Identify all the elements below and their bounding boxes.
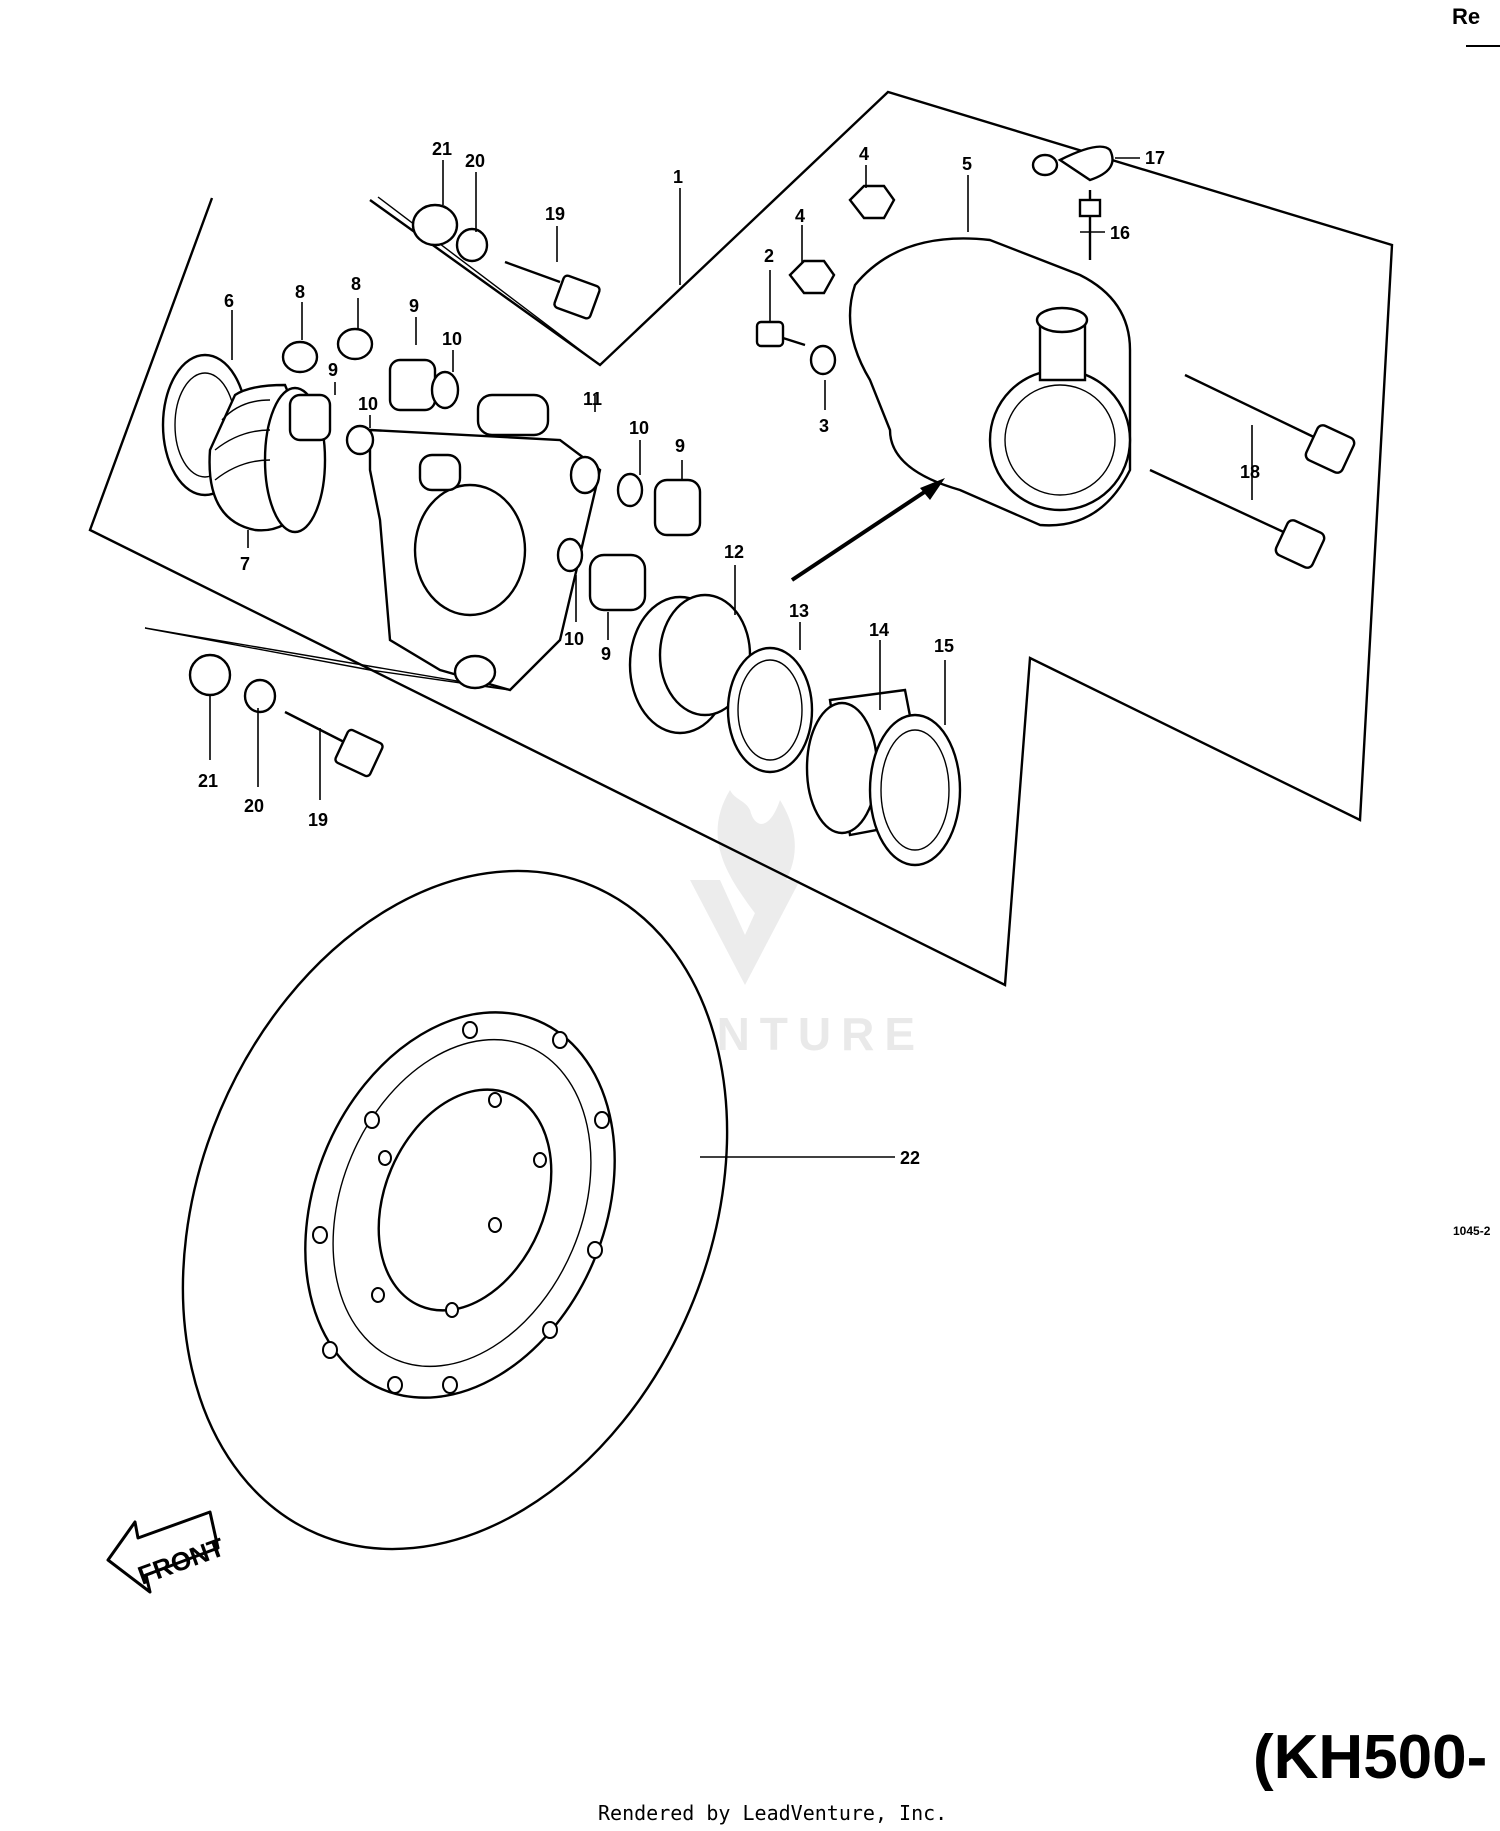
callout-13: 13: [789, 601, 809, 621]
part-18-pin-lower: [1149, 468, 1326, 569]
assembly-direction-arrow: [790, 478, 945, 582]
part-10-oring-a: [430, 370, 460, 410]
callout-20-lower: 20: [244, 796, 264, 816]
part-17-bleeder-cap: [1031, 145, 1114, 182]
callout-10-d: 10: [564, 629, 584, 649]
part-10-oring-b: [345, 424, 375, 456]
callout-9-c: 9: [675, 436, 685, 456]
part-10-oring-d: [556, 537, 584, 573]
callout-8-b: 8: [351, 274, 361, 294]
part-9-sleeve-right: [653, 478, 702, 537]
footer-rendered-by: Rendered by LeadVenture, Inc.: [598, 1801, 947, 1825]
caliper-bracket: [368, 428, 602, 692]
callout-8-a: 8: [295, 282, 305, 302]
callout-19-lower: 19: [308, 810, 328, 830]
part-4-nut-lower: [788, 259, 836, 295]
callout-9-b: 9: [328, 360, 338, 380]
part-12-piston: [628, 593, 791, 735]
part-19-bolt-upper: [504, 260, 601, 320]
callout-10-b: 10: [358, 394, 378, 414]
callout-2: 2: [764, 246, 774, 266]
callout-20-upper: 20: [465, 151, 485, 171]
callout-5: 5: [962, 154, 972, 174]
callout-3: 3: [819, 416, 829, 436]
part-2-bolt: [755, 320, 806, 348]
diagram-code: 1045-2: [1453, 1224, 1491, 1238]
part-19-bolt-lower: [284, 710, 384, 778]
part-21-washer-lower: [188, 653, 232, 697]
callout-6: 6: [224, 291, 234, 311]
part-16-bleed-valve: [1078, 190, 1102, 260]
watermark-v-icon: [690, 880, 800, 985]
part-3-washer: [809, 344, 837, 376]
part-18-pin-upper: [1184, 373, 1356, 474]
callout-10-c: 10: [629, 418, 649, 438]
callout-19-upper: 19: [545, 204, 565, 224]
callout-leader-lines: [209, 157, 1253, 1158]
bracket-pin-upper: [476, 393, 550, 437]
part-9-sleeve-upper: [388, 358, 437, 412]
callout-4-top: 4: [859, 144, 869, 164]
callout-12: 12: [724, 542, 744, 562]
part-8-washer-b: [336, 327, 374, 361]
model-label: (KH500-: [1253, 1723, 1487, 1792]
callout-7: 7: [240, 554, 250, 574]
callout-14: 14: [869, 620, 889, 640]
bracket-pin-lower: [418, 453, 462, 492]
callout-21-lower: 21: [198, 771, 218, 791]
caliper-assembly-outline: [88, 90, 1394, 987]
part-10-oring-c: [616, 472, 644, 508]
callout-21-upper: 21: [432, 139, 452, 159]
front-arrow: FRONT: [106, 1510, 228, 1594]
part-9-sleeve-lower: [588, 553, 647, 612]
callout-15: 15: [934, 636, 954, 656]
part-13-seal: [726, 646, 814, 774]
callout-9-d: 9: [601, 644, 611, 664]
callout-18: 18: [1240, 462, 1260, 482]
part-22-brake-disc: [181, 869, 729, 1551]
callout-11: 11: [583, 389, 602, 409]
callout-4-lower: 4: [795, 206, 805, 226]
part-8-washer-a: [281, 340, 319, 374]
callout-22: 22: [900, 1148, 920, 1168]
callout-labels: 1 2 3 4 4 5 6 7 8 8 9 9 9 9 10 10 10 10 …: [198, 139, 1260, 1168]
callout-1: 1: [673, 167, 683, 187]
callout-17: 17: [1145, 148, 1165, 168]
callout-16: 16: [1110, 223, 1130, 243]
part-4-nut-top: [848, 184, 896, 220]
header-corner-text: Re: [1452, 4, 1480, 29]
part-15-dust-seal: [868, 713, 962, 867]
part-5-caliper-body: [848, 237, 1132, 527]
part-9-sleeve-left: [288, 393, 332, 442]
part-20-washer-lower: [243, 678, 277, 714]
part-20-washer-upper: [455, 227, 489, 263]
callout-9-a: 9: [409, 296, 419, 316]
lower-bolt-guide-wedge: [144, 627, 511, 691]
callout-10-a: 10: [442, 329, 462, 349]
part-21-washer-upper: [411, 203, 459, 247]
